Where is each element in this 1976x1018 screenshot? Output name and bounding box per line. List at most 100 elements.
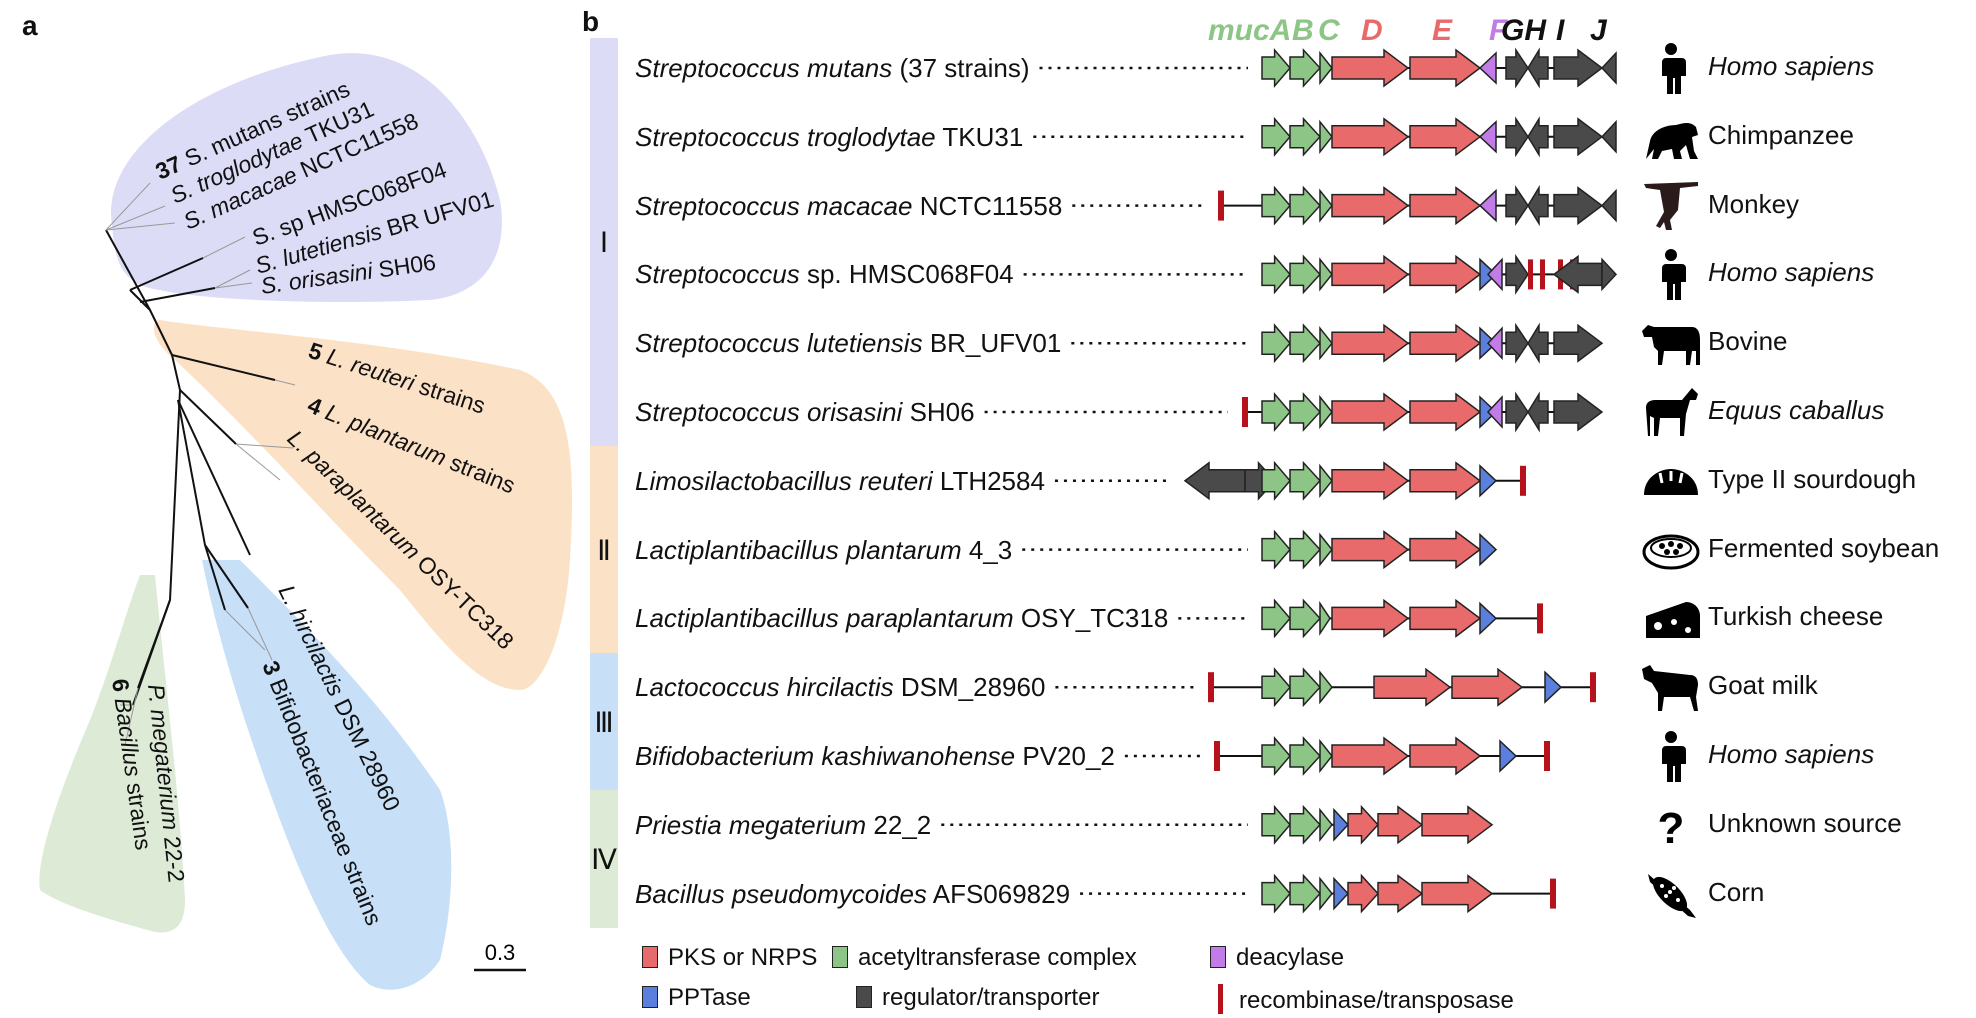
reg-gene bbox=[1552, 254, 1603, 294]
strain-label: Priestia megaterium 22_2 bbox=[635, 809, 932, 840]
legend-swatch bbox=[1218, 984, 1223, 1014]
ppt-gene bbox=[1479, 532, 1498, 567]
reg-gene bbox=[1553, 186, 1604, 226]
reg-gene bbox=[1600, 188, 1617, 223]
reg-gene bbox=[1505, 322, 1529, 364]
group-band-1 bbox=[590, 38, 618, 447]
pks-gene bbox=[1409, 461, 1482, 501]
human-icon bbox=[1640, 730, 1702, 782]
clade-bacillus-bg bbox=[39, 575, 185, 933]
pks-gene bbox=[1409, 48, 1482, 88]
host-label: ?Unknown source bbox=[1640, 799, 1902, 853]
pks-gene bbox=[1409, 736, 1482, 776]
pks-gene bbox=[1331, 598, 1410, 638]
gene-header-label: I bbox=[1556, 14, 1565, 47]
legend-swatch bbox=[856, 986, 872, 1008]
pks-gene bbox=[1331, 392, 1410, 432]
gene-cluster-row bbox=[1054, 460, 1526, 501]
legend-label: deacylase bbox=[1236, 944, 1345, 971]
pks-gene bbox=[1331, 323, 1410, 363]
pks-gene bbox=[1421, 874, 1494, 914]
recombinase-marker bbox=[1550, 878, 1556, 909]
legend-item: deacylase bbox=[1210, 944, 1344, 972]
pks-gene bbox=[1409, 323, 1482, 363]
host-label: Monkey bbox=[1640, 180, 1799, 232]
pks-gene bbox=[1377, 874, 1424, 914]
recombinase-marker bbox=[1528, 259, 1533, 290]
acet-gene bbox=[1261, 667, 1291, 708]
strain-label: Bifidobacterium kashiwanohense PV20_2 bbox=[635, 741, 1115, 771]
recombinase-marker bbox=[1218, 190, 1224, 221]
ppt-gene bbox=[1479, 601, 1498, 636]
host-label: Goat milk bbox=[1640, 661, 1818, 713]
acet-gene bbox=[1289, 392, 1322, 432]
cheese-icon bbox=[1640, 592, 1702, 644]
acet-gene bbox=[1319, 532, 1333, 567]
host-label: Chimpanzee bbox=[1640, 111, 1854, 163]
reg-gene bbox=[1553, 117, 1604, 157]
gene-cluster-row bbox=[984, 391, 1604, 433]
acet-gene bbox=[1319, 257, 1333, 292]
gene-cluster-row bbox=[1124, 735, 1550, 777]
host-label: Type II sourdough bbox=[1640, 455, 1916, 507]
reg-gene bbox=[1600, 51, 1617, 85]
acet-gene bbox=[1289, 873, 1322, 914]
svg-text:?: ? bbox=[1658, 804, 1685, 851]
pks-gene bbox=[1421, 805, 1494, 845]
reg-gene bbox=[1527, 391, 1549, 433]
group-numeral: Ⅲ bbox=[594, 707, 614, 739]
clade-streptococcus-bg bbox=[111, 53, 502, 302]
host-label: Corn bbox=[1640, 868, 1764, 920]
pks-gene bbox=[1331, 736, 1410, 776]
pks-gene bbox=[1373, 667, 1452, 707]
pks-gene bbox=[1331, 254, 1410, 294]
reg-gene bbox=[1600, 119, 1617, 154]
group-band-4 bbox=[590, 790, 618, 928]
acet-gene bbox=[1261, 391, 1291, 433]
host-label: Fermented soybean bbox=[1640, 524, 1939, 576]
acet-gene bbox=[1319, 738, 1333, 774]
gene-cluster-row bbox=[1072, 184, 1617, 227]
acet-gene bbox=[1289, 116, 1322, 157]
deac-gene bbox=[1486, 395, 1503, 429]
acet-gene bbox=[1261, 529, 1291, 570]
reg-gene bbox=[1505, 47, 1529, 89]
reg-gene bbox=[1505, 391, 1529, 433]
pks-gene bbox=[1331, 186, 1410, 226]
legend-label: recombinase/transposase bbox=[1239, 987, 1514, 1014]
panel-a-label: a bbox=[22, 10, 38, 41]
gene-header-label: B bbox=[1292, 14, 1314, 47]
soybean-bowl-icon bbox=[1640, 524, 1702, 576]
tree-leaf-branches bbox=[105, 182, 296, 746]
acet-gene bbox=[1261, 598, 1291, 639]
gene-cluster-row bbox=[1080, 873, 1556, 914]
strain-label: Streptococcus mutans (37 strains) bbox=[635, 53, 1030, 83]
gene-cluster-row bbox=[1023, 253, 1618, 295]
pks-gene bbox=[1409, 254, 1482, 294]
strain-label: Bacillus pseudomycoides AFS069829 bbox=[635, 878, 1071, 909]
corn-icon bbox=[1640, 868, 1702, 920]
strain-label: Streptococcus lutetiensis BR_UFV01 bbox=[635, 328, 1062, 359]
host-label: Turkish cheese bbox=[1640, 592, 1883, 644]
strain-label: Streptococcus sp. HMSC068F04 bbox=[635, 259, 1014, 290]
acet-gene bbox=[1261, 323, 1291, 364]
deac-gene bbox=[1478, 188, 1497, 223]
acet-gene bbox=[1289, 48, 1322, 88]
human-icon bbox=[1640, 42, 1702, 94]
gene-cluster-row bbox=[1039, 47, 1617, 89]
recombinase-marker bbox=[1540, 259, 1545, 290]
acet-gene bbox=[1261, 804, 1291, 845]
gene-header-label: E bbox=[1432, 14, 1453, 47]
reg-gene bbox=[1527, 47, 1549, 89]
ppt-gene bbox=[1333, 807, 1350, 842]
acet-gene bbox=[1261, 735, 1291, 777]
pks-gene bbox=[1347, 804, 1380, 845]
pks-gene bbox=[1347, 873, 1380, 914]
reg-gene bbox=[1527, 322, 1549, 364]
question-mark-icon: ? bbox=[1640, 799, 1702, 853]
scale-bar-label: 0.3 bbox=[485, 940, 516, 965]
ppt-gene bbox=[1499, 739, 1518, 773]
bread-icon bbox=[1640, 455, 1702, 507]
reg-gene bbox=[1527, 184, 1549, 227]
host-label: Homo sapiens bbox=[1640, 730, 1874, 782]
